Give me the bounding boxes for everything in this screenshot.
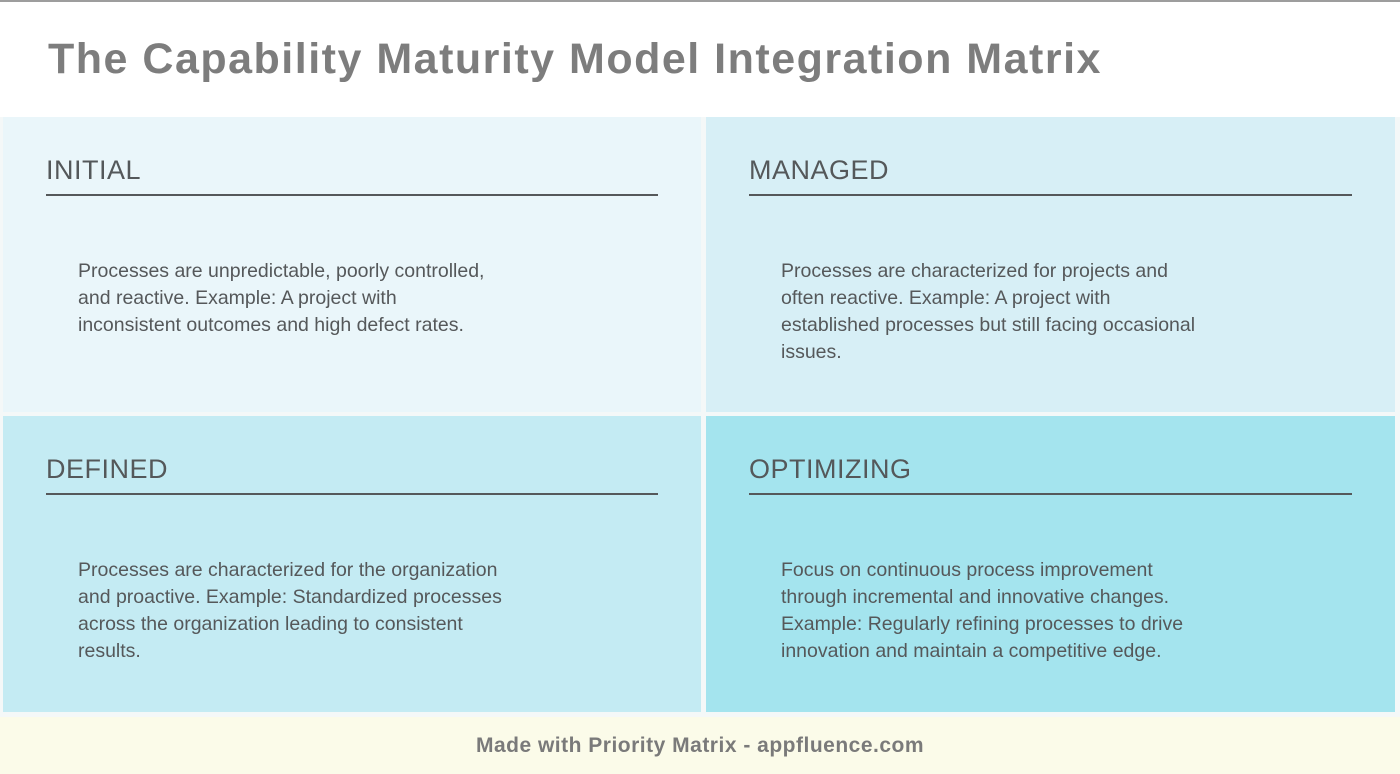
quadrant-managed: MANAGED Processes are characterized for …	[706, 117, 1395, 412]
quadrant-optimizing-description: Focus on continuous process improvement …	[781, 559, 1184, 662]
quadrant-initial-description: Processes are unpredictable, poorly cont…	[78, 260, 485, 336]
quadrant-defined-description: Processes are characterized for the orga…	[78, 559, 502, 662]
quadrant-optimizing-title: OPTIMIZING	[749, 454, 1352, 495]
quadrant-managed-title: MANAGED	[749, 155, 1352, 196]
quadrant-optimizing: OPTIMIZING Focus on continuous process i…	[706, 416, 1395, 712]
quadrant-defined-title: DEFINED	[46, 454, 658, 495]
page-header: The Capability Maturity Model Integratio…	[0, 2, 1400, 117]
quadrant-managed-description: Processes are characterized for projects…	[781, 260, 1196, 363]
footer-banner: Made with Priority Matrix - appfluence.c…	[0, 717, 1400, 774]
quadrant-defined: DEFINED Processes are characterized for …	[3, 416, 701, 712]
footer-credit: Made with Priority Matrix - appfluence.c…	[475, 733, 925, 757]
quadrant-initial-title: INITIAL	[46, 155, 658, 196]
quadrant-matrix: INITIAL Processes are unpredictable, poo…	[0, 117, 1400, 717]
quadrant-initial: INITIAL Processes are unpredictable, poo…	[3, 117, 701, 412]
page-title: The Capability Maturity Model Integratio…	[48, 35, 1102, 83]
